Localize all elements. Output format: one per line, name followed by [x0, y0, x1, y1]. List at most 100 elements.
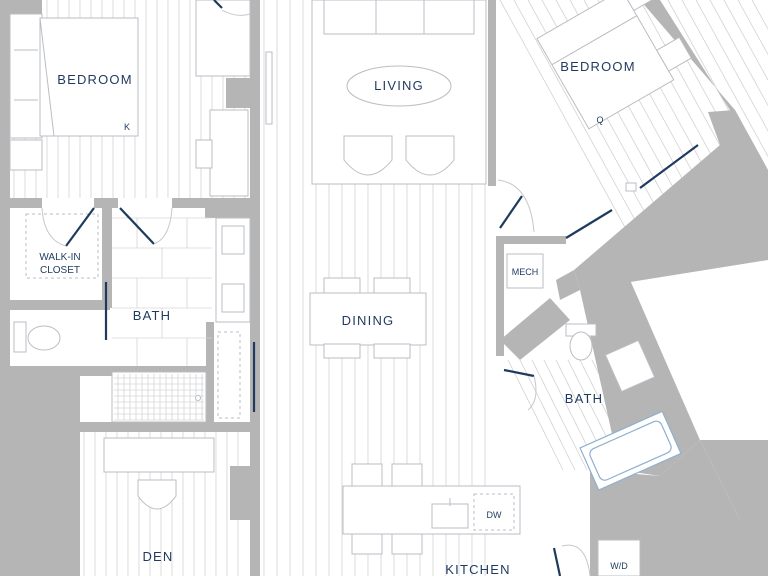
wall-bedroom-bottom-b — [94, 198, 118, 208]
label-bed-left-size: K — [124, 122, 130, 132]
shower-drain — [195, 395, 201, 401]
label-den: DEN — [142, 549, 173, 564]
label-walk-in-line2: CLOSET — [40, 265, 80, 276]
label-dishwasher: DW — [487, 510, 502, 520]
chair — [195, 139, 213, 169]
side-table — [195, 0, 251, 77]
wall-right-divider — [488, 0, 496, 186]
wall-bedroom-bottom-a — [10, 198, 42, 208]
washer-dryer — [597, 539, 641, 576]
vanity-right — [604, 339, 656, 393]
dishwasher — [473, 493, 515, 531]
laundry: W/D — [552, 539, 641, 576]
nightstand-right-a — [621, 0, 657, 12]
label-bath-right: BATH — [565, 391, 604, 406]
wall-mech-diag — [556, 270, 580, 300]
wardrobe-left — [9, 13, 43, 139]
shower-left — [111, 371, 207, 423]
dining-table — [309, 292, 427, 346]
nightstand-left — [9, 139, 43, 171]
wall-closet-bottom — [10, 300, 110, 310]
label-mech: MECH — [512, 267, 539, 277]
wall-den-notch — [230, 466, 252, 520]
wall-bedroom-right-diag — [574, 110, 768, 290]
toilet-bowl-left — [27, 325, 61, 351]
bed-queen — [536, 0, 675, 130]
wall-right-upper — [640, 0, 768, 576]
mech-unit — [506, 253, 544, 289]
wall-central-notch — [226, 78, 250, 108]
wall-bedroom-bottom-c — [172, 198, 252, 208]
sink-left-a — [221, 225, 245, 255]
kitchen: DW KITCHEN — [342, 463, 521, 576]
wall-mech-top — [496, 236, 566, 244]
bathtub-inner — [589, 420, 672, 481]
wall-den-left — [60, 376, 80, 576]
wall-top-left-stub — [10, 0, 42, 14]
den: DEN — [103, 437, 215, 564]
den-desk — [103, 437, 215, 473]
wall-closet2-left — [206, 322, 214, 422]
door-bath-left — [119, 207, 155, 245]
toilet-bowl-right — [569, 331, 593, 361]
closet-right-shelf — [625, 182, 637, 192]
wall-bath-left-diag — [500, 298, 570, 360]
sink-left-b — [221, 283, 245, 313]
sofa — [323, 0, 475, 35]
wall-left-outer — [0, 0, 10, 366]
label-kitchen: KITCHEN — [445, 562, 510, 576]
dining-chair-tr — [373, 277, 411, 295]
coffee-table — [346, 65, 452, 107]
label-bed-right-size: Q — [596, 115, 603, 125]
wall-den-top — [60, 422, 250, 432]
bath-right: BATH — [503, 323, 682, 491]
dining-chair-bl — [323, 343, 361, 359]
living-room: LIVING — [311, 0, 487, 185]
wall-closet-right — [102, 208, 112, 308]
label-dining: DINING — [342, 313, 395, 328]
door-closet — [65, 207, 95, 247]
bedroom-right: BEDROOM Q — [497, 0, 699, 239]
kitchen-sink — [431, 503, 469, 529]
armchair-a — [343, 135, 393, 176]
dresser — [209, 109, 249, 197]
closet-door-right-a — [565, 209, 613, 239]
label-walk-in-line1: WALK-IN — [39, 252, 80, 263]
stool-2 — [391, 463, 423, 487]
wall-mirror — [265, 51, 273, 125]
stool-3 — [351, 533, 383, 555]
door-bath-right — [503, 368, 535, 378]
toilet-tank-left — [13, 321, 27, 353]
wall-central-upper — [250, 0, 260, 198]
wall-bath-right — [205, 208, 255, 218]
door-bedroom-right — [499, 195, 523, 229]
label-bath-left: BATH — [133, 308, 172, 323]
dining-chair-br — [373, 343, 411, 359]
bedroom-left: BEDROOM K — [9, 0, 251, 197]
door-laundry — [552, 547, 562, 576]
door-bedroom-left-top — [213, 0, 223, 9]
nightstand-right-b — [656, 36, 692, 72]
dining-area: DINING — [309, 277, 427, 359]
label-bedroom-right: BEDROOM — [560, 59, 636, 74]
hall-closet-shelf — [217, 331, 241, 419]
dining-chair-tl — [323, 277, 361, 295]
stool-4 — [391, 533, 423, 555]
wall-mech-left — [496, 236, 504, 356]
mech-room: MECH — [506, 253, 544, 289]
den-chair — [137, 479, 177, 510]
closet-door-right-b — [639, 144, 699, 189]
armchair-b — [405, 135, 455, 176]
bed-king — [39, 17, 139, 137]
stool-1 — [351, 463, 383, 487]
label-living: LIVING — [374, 78, 424, 93]
wall-den-corner — [0, 366, 110, 576]
hall-closet — [217, 51, 273, 419]
wall-bath-bottom — [10, 366, 210, 376]
walk-in-closet: WALK-IN CLOSET — [25, 207, 99, 279]
label-bedroom-left: BEDROOM — [57, 72, 133, 87]
bath-left: BATH — [13, 207, 251, 423]
bath-left-tiles — [112, 217, 212, 366]
